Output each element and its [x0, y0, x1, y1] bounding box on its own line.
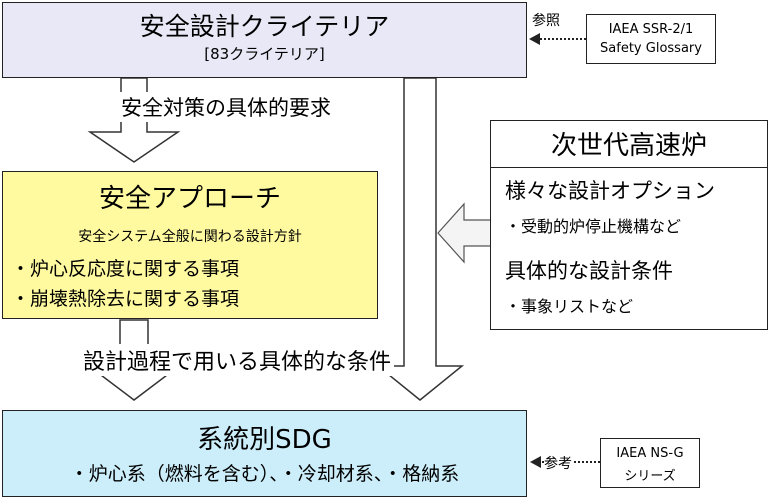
system-sdg-box: 系統別SDG ・炉心系（燃料を含む）、・冷却材系、・格納系	[2, 410, 527, 497]
ref-bottom-line1: IAEA NS-G	[616, 446, 684, 461]
design-conditions-item: ・事象リストなど	[505, 297, 634, 316]
ref-top-label: 参照	[532, 13, 560, 29]
arrow-right-to-approach	[437, 202, 493, 264]
ref-bottom-box: IAEA NS-G シリーズ	[600, 438, 700, 488]
design-options-heading: 様々な設計オプション	[505, 179, 715, 203]
safety-design-criteria-box: 安全設計クライテリア [83クライテリア]	[2, 2, 527, 78]
system-sdg-items: ・炉心系（燃料を含む）、・冷却材系、・格納系	[69, 463, 460, 485]
ref-bottom-label: 参考	[544, 453, 572, 473]
next-gen-reactor-box: 次世代高速炉 様々な設計オプション ・受動的炉停止機構など 具体的な設計条件 ・…	[490, 120, 768, 330]
safety-design-criteria-title: 安全設計クライテリア	[139, 12, 390, 41]
arrow-top-to-sdg	[375, 77, 465, 401]
ref-top-box: IAEA SSR-2/1 Safety Glossary	[586, 14, 716, 64]
safety-approach-title: 安全アプローチ	[98, 184, 281, 214]
ref-top-arrowhead	[529, 33, 540, 45]
safety-approach-subtitle: 安全システム全般に関わる設計方針	[78, 229, 302, 245]
ref-top-line2: Safety Glossary	[600, 41, 702, 56]
safety-design-criteria-subtitle: [83クライテリア]	[204, 45, 325, 63]
ref-top-line1: IAEA SSR-2/1	[608, 22, 694, 37]
design-options-item: ・受動的炉停止機構など	[505, 217, 682, 236]
arrow-label-design-conditions: 設計過程で用いる具体的な条件	[80, 344, 395, 376]
safety-approach-item-decay-heat: ・崩壊熱除去に関する事項	[11, 288, 240, 310]
arrow-label-specific-requirements: 安全対策の具体的要求	[118, 92, 334, 122]
ref-bottom-arrowhead	[530, 456, 541, 468]
next-gen-reactor-title-divider	[491, 167, 767, 168]
safety-approach-box: 安全アプローチ 安全システム全般に関わる設計方針 ・炉心反応度に関する事項 ・崩…	[2, 171, 378, 319]
ref-bottom-line2: シリーズ	[624, 469, 676, 484]
system-sdg-title: 系統別SDG	[197, 425, 332, 455]
design-conditions-heading: 具体的な設計条件	[505, 259, 673, 283]
safety-approach-item-reactivity: ・炉心反応度に関する事項	[11, 258, 240, 280]
next-gen-reactor-title: 次世代高速炉	[550, 131, 707, 161]
